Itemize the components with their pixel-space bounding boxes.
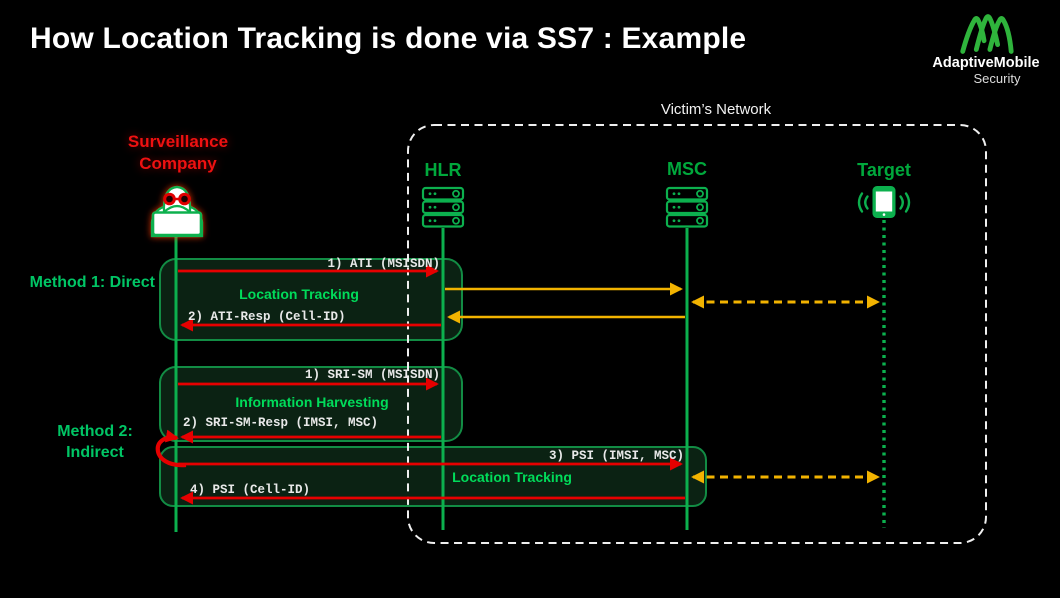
victims-network-label: Victim’s Network	[660, 101, 772, 118]
arrow-reuse-loop	[155, 429, 187, 468]
brand-logo: AdaptiveMobile Security	[928, 10, 1044, 87]
page-title: How Location Tracking is done via SS7 : …	[30, 22, 747, 55]
logo-sub-text: Security	[973, 70, 1021, 86]
method1-label: Method 1: Direct	[29, 274, 155, 291]
mobile-phone-signal-icon	[857, 186, 911, 218]
hlr-label: HLR	[424, 160, 462, 180]
hlr-server-stack-icon	[421, 186, 465, 228]
adaptivemobile-m-loops-icon	[960, 14, 1014, 54]
method1-box	[159, 258, 463, 341]
msc-label: MSC	[667, 159, 707, 179]
msc-server-stack-icon	[665, 186, 709, 228]
message-srism-request: 1) SRI-SM (MSISDN)	[304, 368, 440, 382]
method2-label: Method 2: Indirect	[57, 423, 133, 461]
message-psi-request: 3) PSI (IMSI, MSC)	[548, 449, 684, 463]
target-label: Target	[857, 160, 911, 180]
message-psi-response: 4) PSI (Cell-ID)	[190, 483, 311, 497]
surveillance-company-label: Surveillance Company	[127, 132, 229, 174]
method2-harvest-caption: Information Harvesting	[235, 394, 389, 410]
victims-network-boundary	[407, 124, 987, 544]
hacker-at-laptop-icon	[150, 185, 204, 238]
logo-brand-text: AdaptiveMobile	[932, 55, 1040, 71]
method1-caption: Location Tracking	[239, 286, 359, 302]
message-ati-request: 1) ATI (MSISDN)	[327, 257, 440, 271]
message-ati-response: 2) ATI-Resp (Cell-ID)	[188, 310, 346, 324]
method2-harvest-box	[159, 366, 463, 442]
method2-tracking-caption: Location Tracking	[452, 469, 572, 485]
message-srism-response: 2) SRI-SM-Resp (IMSI, MSC)	[183, 416, 379, 430]
